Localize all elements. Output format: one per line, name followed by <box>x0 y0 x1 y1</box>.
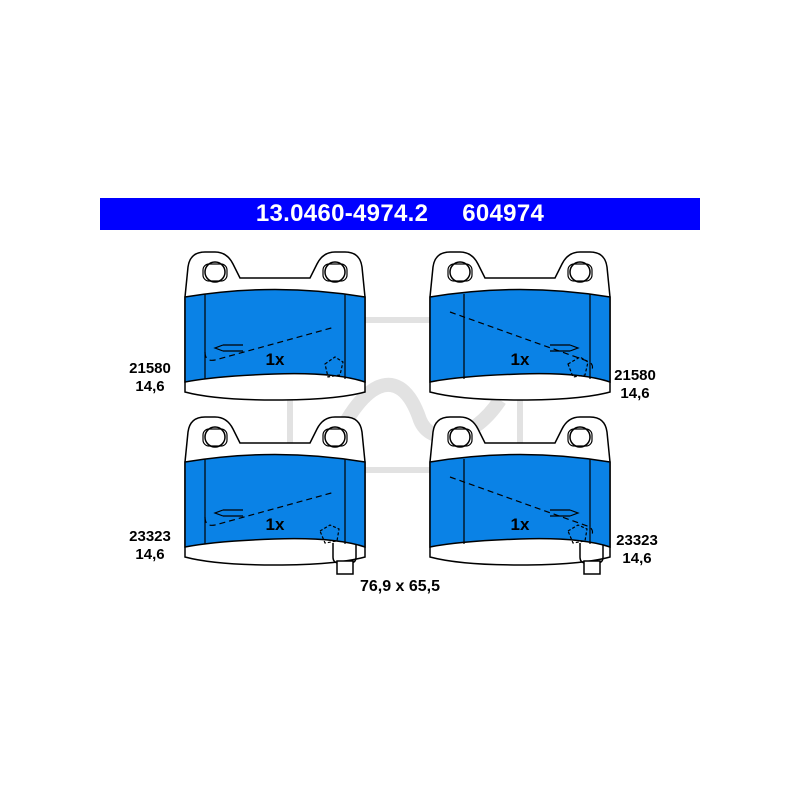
pad-thickness: 14,6 <box>620 385 650 402</box>
pad-label-top-left: 21580 14,6 <box>115 360 185 396</box>
title-bar: 13.0460-4974.2 604974 <box>100 198 700 230</box>
brake-pad-bottom-right: 1x <box>429 416 611 575</box>
pad-quantity: 1x <box>266 515 285 534</box>
pad-label-top-right: 21580 14,6 <box>600 367 670 403</box>
pad-quantity: 1x <box>266 350 285 369</box>
brake-pad-bottom-left: 1x <box>184 416 366 575</box>
pad-code: 23323 <box>129 528 171 545</box>
article-code: 604974 <box>462 200 545 227</box>
brake-pad-top-left: 1x <box>184 251 366 401</box>
pad-thickness: 14,6 <box>135 378 165 395</box>
pad-code: 21580 <box>614 367 656 384</box>
pad-quantity: 1x <box>511 350 530 369</box>
pad-thickness: 14,6 <box>135 546 165 563</box>
wear-sensor-icon <box>336 560 354 575</box>
pad-label-bottom-right: 23323 14,6 <box>602 532 672 568</box>
wear-sensor-icon <box>583 560 601 575</box>
pad-code: 21580 <box>129 360 171 377</box>
part-number: 13.0460-4974.2 <box>255 200 429 227</box>
brake-pad-top-right: 1x <box>429 251 611 401</box>
pad-thickness: 14,6 <box>622 550 652 567</box>
pad-label-bottom-left: 23323 14,6 <box>115 528 185 564</box>
pad-dimensions: 76,9 x 65,5 <box>359 578 441 595</box>
pad-quantity: 1x <box>511 515 530 534</box>
pad-code: 23323 <box>616 532 658 549</box>
